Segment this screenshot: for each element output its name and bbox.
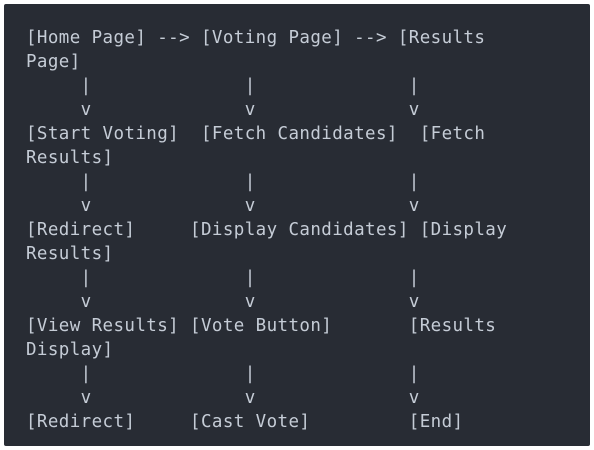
code-line: [Home Page] --> [Voting Page] --> [Resul… — [26, 28, 486, 48]
code-line: v v v — [26, 100, 420, 120]
code-line: | | | — [26, 364, 420, 384]
code-line: v v v — [26, 388, 420, 408]
code-line: Display] — [26, 340, 114, 360]
code-line: [Redirect] [Display Candidates] [Display — [26, 220, 508, 240]
code-line: | | | — [26, 268, 420, 288]
code-line: Results] — [26, 244, 114, 264]
code-line: [Redirect] [Cast Vote] [End] — [26, 412, 464, 432]
code-line: [View Results] [Vote Button] [Results — [26, 316, 497, 336]
code-line: v v v — [26, 196, 420, 216]
code-block: [Home Page] --> [Voting Page] --> [Resul… — [4, 4, 590, 446]
code-line: Page] — [26, 52, 81, 72]
code-line: | | | — [26, 172, 420, 192]
flow-diagram-text: [Home Page] --> [Voting Page] --> [Resul… — [26, 26, 590, 434]
code-line: v v v — [26, 292, 420, 312]
code-line: Results] — [26, 148, 114, 168]
code-line: [Start Voting] [Fetch Candidates] [Fetch — [26, 124, 486, 144]
code-line: | | | — [26, 76, 420, 96]
